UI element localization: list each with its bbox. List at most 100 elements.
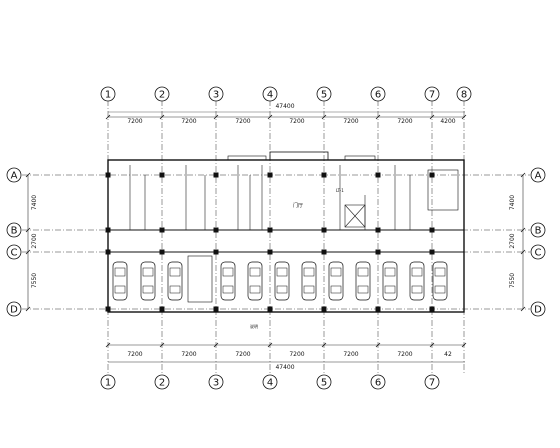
axis-bubble-right: B	[530, 222, 546, 238]
column	[105, 249, 111, 255]
axis-bubble-label: 6	[375, 90, 381, 101]
parking-stall	[382, 261, 398, 301]
axis-bubble-label: B	[11, 226, 18, 237]
top-span-dimension: 7200	[289, 118, 304, 125]
column	[267, 172, 273, 178]
axis-bubble-label: 7	[429, 90, 435, 101]
axis-grid-lines	[22, 100, 530, 375]
axis-bubble-right: A	[530, 167, 546, 183]
axis-bubble-label: 8	[461, 90, 467, 101]
bottom-note: 说明	[250, 323, 258, 329]
axis-bubble-label: C	[11, 248, 18, 259]
top-span-dimension: 7200	[235, 118, 250, 125]
axis-bubble-label: 4	[267, 378, 273, 389]
column	[321, 306, 327, 312]
axis-bubble-label: D	[10, 305, 18, 316]
lobby-label: 门厅	[293, 202, 303, 209]
column	[159, 227, 165, 233]
axis-bubble-bottom: 7	[424, 374, 440, 390]
column	[213, 227, 219, 233]
column	[321, 227, 327, 233]
column	[321, 172, 327, 178]
column	[105, 172, 111, 178]
column	[375, 249, 381, 255]
column	[321, 249, 327, 255]
parking-stall	[301, 261, 317, 301]
axis-bubble-label: B	[535, 226, 542, 237]
axis-bubble-bottom: 5	[316, 374, 332, 390]
column	[375, 227, 381, 233]
right-span-dimension: 7400	[509, 195, 516, 210]
top-span-dimension: 7200	[127, 118, 142, 125]
axis-bubble-bottom: 4	[262, 374, 278, 390]
bottom-span-dimension: 42	[444, 351, 452, 358]
axis-bubble-label: 2	[159, 378, 165, 389]
top-total-dimension: 47400	[275, 103, 294, 110]
axis-bubble-left: B	[6, 222, 22, 238]
bottom-span-dimension: 7200	[343, 351, 358, 358]
axis-bubble-label: 2	[159, 90, 165, 101]
axis-bubble-top: 6	[370, 86, 386, 102]
column	[105, 227, 111, 233]
right-span-dimension: 7550	[509, 273, 516, 288]
column	[429, 172, 435, 178]
left-span-dimension: 7550	[31, 273, 38, 288]
axis-bubble-label: A	[11, 171, 18, 182]
column	[267, 306, 273, 312]
axis-bubble-right: C	[530, 244, 546, 260]
column	[213, 172, 219, 178]
bottom-total-dimension: 47400	[275, 364, 294, 371]
axis-bubble-top: 5	[316, 86, 332, 102]
column	[375, 306, 381, 312]
parking-stall	[140, 261, 156, 301]
axis-bubble-top: 1	[100, 86, 116, 102]
axis-bubble-label: 4	[267, 90, 273, 101]
room-partitions	[129, 165, 411, 230]
axis-bubble-label: 1	[105, 90, 111, 101]
axis-bubble-top: 7	[424, 86, 440, 102]
parking-stall	[112, 261, 128, 301]
parking-stall	[432, 261, 448, 301]
axis-bubble-label: 7	[429, 378, 435, 389]
column	[429, 249, 435, 255]
building-outline	[107, 151, 465, 313]
column	[267, 227, 273, 233]
axis-bubble-left: A	[6, 167, 22, 183]
parking-stall	[247, 261, 263, 301]
axis-bubble-left: C	[6, 244, 22, 260]
axis-bubble-label: D	[534, 305, 542, 316]
axis-bubble-label: 5	[321, 90, 327, 101]
parking-stall	[167, 261, 183, 301]
structural-columns	[105, 172, 435, 312]
axis-bubble-top: 2	[154, 86, 170, 102]
axis-bubble-right: D	[530, 301, 546, 317]
axis-bubble-label: A	[535, 171, 542, 182]
axis-bubble-top: 4	[262, 86, 278, 102]
top-span-dimension: 7200	[343, 118, 358, 125]
top-span-dimension: 4200	[440, 118, 455, 125]
bottom-span-dimension: 7200	[127, 351, 142, 358]
axis-bubble-bottom: 6	[370, 374, 386, 390]
axis-bubble-label: 3	[213, 90, 219, 101]
elevator-label: LT-1	[336, 188, 344, 193]
bottom-span-dimension: 7200	[235, 351, 250, 358]
column	[213, 306, 219, 312]
axis-bubble-top: 3	[208, 86, 224, 102]
column	[159, 172, 165, 178]
right-span-dimension: 2700	[509, 233, 516, 248]
axis-bubble-label: 1	[105, 378, 111, 389]
parking-stalls	[112, 261, 448, 301]
axis-bubble-label: 6	[375, 378, 381, 389]
top-span-dimension: 7200	[397, 118, 412, 125]
axis-bubble-label: 5	[321, 378, 327, 389]
bottom-span-dimension: 7200	[289, 351, 304, 358]
axis-bubble-label: 3	[213, 378, 219, 389]
column	[105, 306, 111, 312]
column	[429, 306, 435, 312]
axis-bubble-top: 8	[456, 86, 472, 102]
bottom-span-dimension: 7200	[181, 351, 196, 358]
